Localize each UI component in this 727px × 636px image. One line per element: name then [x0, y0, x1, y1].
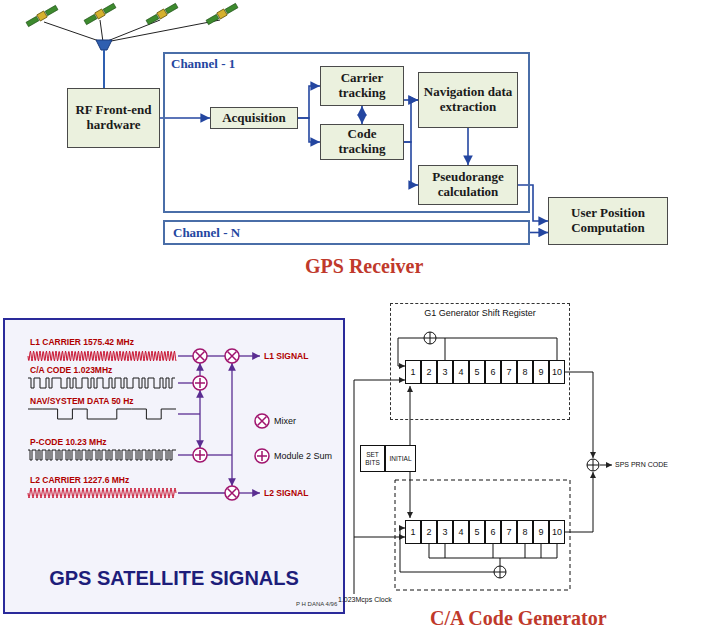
satellite-icons: [26, 2, 239, 88]
signal-name: C/A CODE 1.023MHz: [30, 365, 112, 375]
connector-arrow: [518, 185, 548, 221]
register-cell: 2: [421, 520, 437, 544]
legend-symbol: [254, 448, 270, 464]
signal-name: 1.023Mcps Clock: [338, 596, 392, 603]
process-box: Acquisition: [210, 107, 298, 129]
connector-arrow: [160, 117, 210, 119]
register-wiring: [354, 338, 612, 594]
process-box: Code tracking: [320, 124, 404, 160]
node-text: Navigation data extraction: [423, 85, 513, 115]
node-text: Acquisition: [222, 111, 286, 126]
node-text: 1: [410, 367, 415, 377]
node-text: GPS SATELLITE SIGNALS: [49, 567, 299, 590]
node-text: INITIAL: [389, 455, 411, 462]
node-text: User Position Computation: [553, 206, 663, 236]
node-text: Channel - N: [173, 225, 240, 241]
register-cell: 7: [501, 520, 517, 544]
node-text: SET BITS: [362, 451, 383, 465]
node-text: RF Front-end hardware: [72, 103, 155, 133]
init-box: INITIAL: [385, 445, 416, 472]
register-cell: 9: [533, 520, 549, 544]
register-cell: 5: [469, 360, 485, 384]
node-text: 7: [506, 527, 511, 537]
connector-arrow: [404, 142, 418, 185]
process-box: User Position Computation: [548, 197, 668, 245]
node-text: 4: [458, 527, 463, 537]
xor-symbols: [424, 332, 599, 578]
node-text: 2: [426, 367, 431, 377]
author-note: P H DANA 4/96: [296, 601, 337, 607]
register-cell: 8: [517, 520, 533, 544]
node-text: 8: [522, 527, 527, 537]
node-text: 9: [538, 367, 543, 377]
signal-name: L2 SIGNAL: [264, 488, 308, 498]
channel-box: Channel - N: [163, 220, 530, 245]
process-box: Carrier tracking: [320, 66, 404, 106]
node-text: 8: [522, 367, 527, 377]
mixer-and-sum-symbols: [193, 349, 239, 500]
register-cell: 9: [533, 360, 549, 384]
legend-item: Module 2 Sum: [254, 448, 332, 464]
shift-register-group: G1 Generator Shift Register 1 2 3 4 5 6 7 8 9 10: [390, 303, 570, 420]
signal-name: NAV/SYSTEM DATA 50 Hz: [30, 396, 134, 406]
register-cell: 7: [501, 360, 517, 384]
register-cell: 3: [437, 520, 453, 544]
node-text: G1 Generator Shift Register: [391, 308, 569, 318]
legend-text: Mixer: [274, 416, 296, 426]
node-text: 9: [538, 527, 543, 537]
node-text: 2: [426, 527, 431, 537]
node-text: 3: [442, 527, 447, 537]
signal-name: L2 CARRIER 1227.6 MHz: [30, 475, 129, 485]
connector-arrow: [298, 118, 320, 142]
signal-name: P-CODE 10.23 MHz: [30, 437, 107, 447]
signal-name: L1 SIGNAL: [264, 351, 308, 361]
node-text: 4: [458, 367, 463, 377]
connector-arrow: [404, 100, 418, 142]
signal-name: SPS PRN CODE: [615, 461, 668, 468]
node-text: 6: [490, 367, 495, 377]
legend-text: Module 2 Sum: [274, 451, 332, 461]
signal-name: L1 CARRIER 1575.42 MHz: [30, 337, 134, 347]
node-text: 5: [474, 527, 479, 537]
connector-arrow: [467, 128, 469, 165]
signal-waveforms: [28, 351, 176, 498]
node-text: Pseudorange calculation: [423, 170, 513, 200]
register-cell: 5: [469, 520, 485, 544]
connector-arrow: [361, 106, 363, 124]
register-cell: 6: [485, 360, 501, 384]
channel-box: Channel - 1AcquisitionCarrier trackingCo…: [163, 52, 530, 213]
node-text: 3: [442, 367, 447, 377]
signal-panel: GPS SATELLITE SIGNALS: [3, 318, 345, 614]
node-text: 1: [410, 527, 415, 537]
node-text: 10: [552, 527, 562, 537]
signal-wires: [178, 356, 260, 493]
section-title: GPS Receiver: [305, 255, 423, 278]
node-text: 5: [474, 367, 479, 377]
process-box: Navigation data extraction: [418, 72, 518, 128]
legend-symbol: [254, 413, 270, 429]
node-text: 6: [490, 527, 495, 537]
register-cell: 3: [437, 360, 453, 384]
register-cell: 2: [421, 360, 437, 384]
init-box: SET BITS: [360, 445, 385, 472]
register-cell: 1: [405, 520, 421, 544]
legend-item: Mixer: [254, 413, 296, 429]
process-box: Pseudorange calculation: [418, 165, 518, 205]
connector-arrow: [298, 86, 320, 118]
register-cell: 4: [453, 360, 469, 384]
register-cell: 4: [453, 520, 469, 544]
node-text: 7: [506, 367, 511, 377]
register-cell: 8: [517, 360, 533, 384]
connector-arrow: [530, 232, 548, 234]
register-cell: 1: [405, 360, 421, 384]
section-title: C/A Code Generator: [430, 607, 607, 630]
panel-ground: [4, 319, 344, 613]
process-box: RF Front-end hardware: [67, 88, 160, 148]
register-cell: 10: [549, 520, 565, 544]
node-text: Code tracking: [325, 127, 399, 157]
register-cell: 10: [549, 360, 565, 384]
node-text: Carrier tracking: [325, 71, 399, 101]
node-text: 10: [552, 367, 562, 377]
register-cell: 6: [485, 520, 501, 544]
